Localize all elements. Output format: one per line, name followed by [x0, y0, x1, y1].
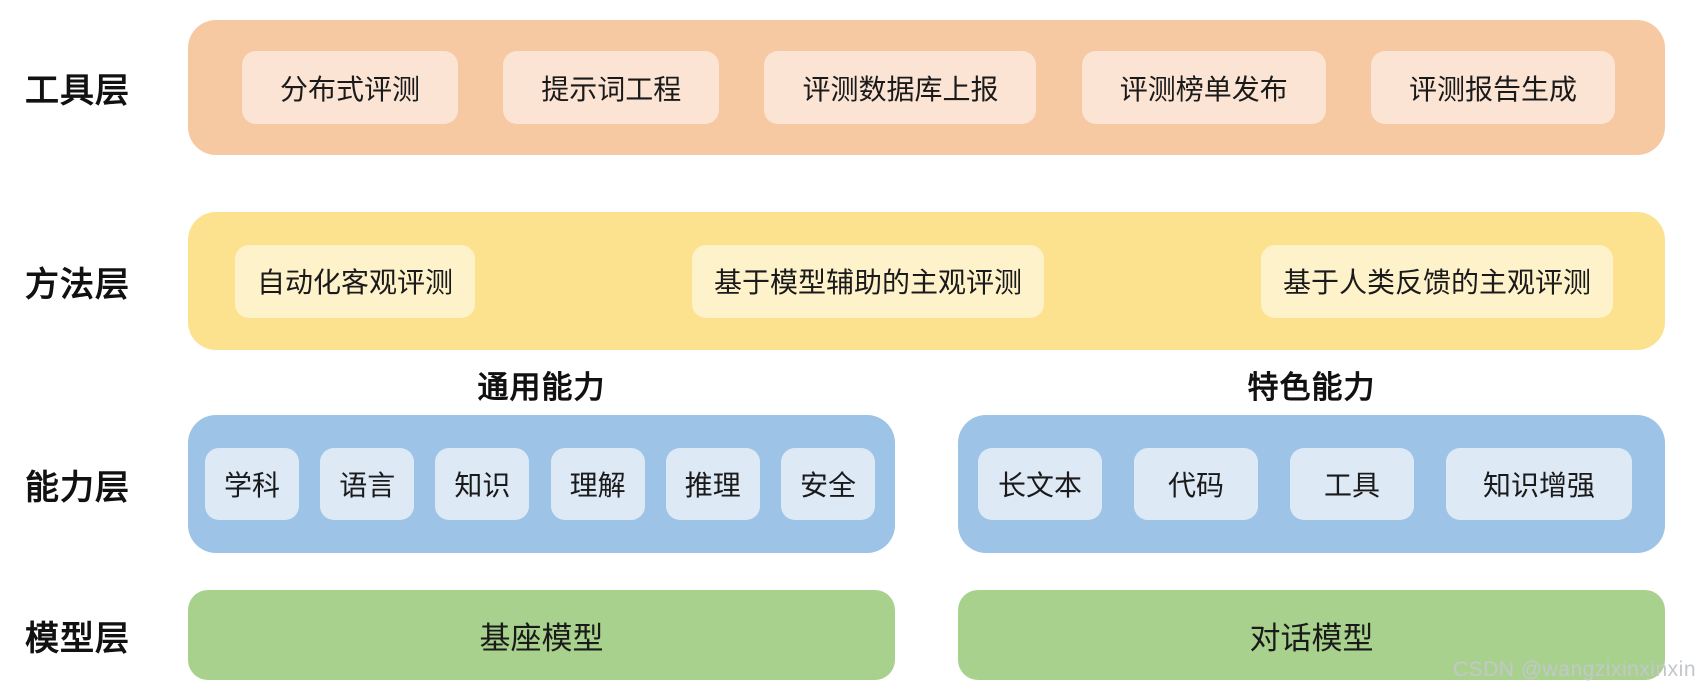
method-layer-band: 自动化客观评测 基于模型辅助的主观评测 基于人类反馈的主观评测 [188, 212, 1665, 350]
capability-chip-reasoning: 推理 [665, 448, 760, 520]
model-layer-label: 模型层 [25, 619, 130, 658]
tool-chip-prompt-engineering: 提示词工程 [503, 51, 720, 124]
chat-model-band: 对话模型 [958, 590, 1665, 680]
capability-chip-safety: 安全 [780, 448, 875, 520]
general-capability-band: 学科 语言 知识 理解 推理 安全 [188, 415, 895, 553]
capability-chip-code: 代码 [1134, 448, 1258, 520]
tool-layer-label: 工具层 [25, 72, 130, 110]
special-capability-band: 长文本 代码 工具 知识增强 [958, 415, 1665, 553]
capability-chip-knowledge: 知识 [435, 448, 530, 520]
special-capability-header: 特色能力 [1247, 369, 1376, 405]
capability-chip-long-text: 长文本 [978, 448, 1102, 520]
csdn-watermark: CSDN @wangzixinxinxin [1452, 658, 1696, 681]
base-model-band: 基座模型 [188, 590, 895, 680]
tool-chip-leaderboard-publish: 评测榜单发布 [1081, 51, 1326, 124]
method-layer-label: 方法层 [25, 265, 130, 304]
method-chip-human-feedback-subjective: 基于人类反馈的主观评测 [1260, 244, 1613, 318]
tool-chip-report-generation: 评测报告生成 [1370, 51, 1615, 124]
method-chip-auto-objective: 自动化客观评测 [235, 244, 476, 318]
capability-chip-tool: 工具 [1290, 448, 1414, 520]
capability-chip-language: 语言 [320, 448, 415, 520]
tool-chip-eval-db-report: 评测数据库上报 [764, 51, 1037, 124]
capability-chip-understanding: 理解 [550, 448, 645, 520]
tool-chip-distributed-eval: 分布式评测 [242, 51, 459, 124]
capability-layer-label: 能力层 [25, 468, 130, 507]
capability-chip-subject: 学科 [205, 448, 300, 520]
general-capability-header: 通用能力 [477, 369, 606, 405]
capability-chip-knowledge-enhance: 知识增强 [1446, 448, 1632, 520]
method-chip-model-assisted-subjective: 基于模型辅助的主观评测 [691, 244, 1044, 318]
tool-layer-band: 分布式评测 提示词工程 评测数据库上报 评测榜单发布 评测报告生成 [188, 20, 1665, 155]
